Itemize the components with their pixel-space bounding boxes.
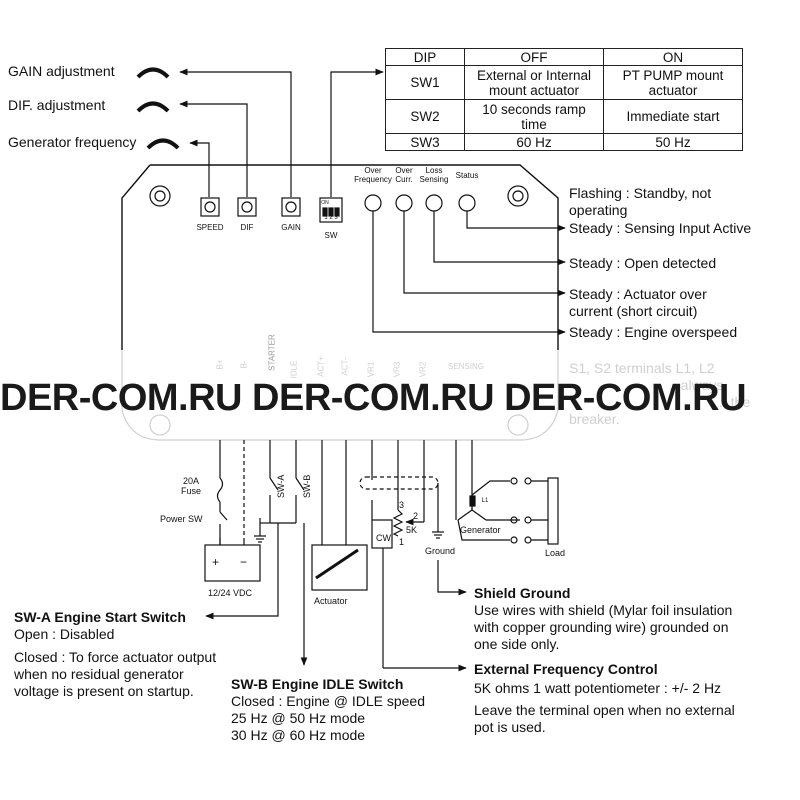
actuator-label: Actuator: [314, 596, 348, 606]
dif-label: DIF: [240, 223, 254, 232]
battery-voltage-label: 12/24 VDC: [208, 588, 253, 598]
off-header: OFF: [464, 48, 604, 66]
led-loss-sensing: [425, 194, 443, 212]
pot-pin-2: 2: [413, 511, 419, 521]
status-sensing-note: Steady : Sensing Input Active: [569, 220, 752, 236]
sw-b-line-1: Closed : Engine @ IDLE speed: [231, 693, 425, 709]
terminal-b-plus: B+: [215, 359, 225, 370]
table-cell: 50 Hz: [603, 133, 743, 151]
sw-a-open: Open : Disabled: [14, 626, 115, 642]
pot-pin-1: 1: [399, 537, 405, 547]
sw-b-label: SW-B: [302, 474, 312, 498]
table-cell: Immediate start: [603, 99, 743, 134]
terminal-sensing: SENSING: [447, 362, 484, 371]
gain-knob-icon: [136, 67, 170, 79]
power-switch-label: Power SW: [160, 514, 203, 524]
sw-b-line-2: 25 Hz @ 50 Hz mode: [231, 710, 366, 726]
dip-numbers: 1 2 3: [324, 215, 338, 221]
dif-knob-icon: [136, 101, 170, 113]
gain-label: GAIN: [281, 223, 301, 232]
efc-title: External Frequency Control: [474, 661, 658, 677]
led-status: [458, 194, 476, 212]
battery-plus: +: [212, 555, 220, 569]
generator-frequency-label: Generator frequency: [8, 134, 137, 150]
terminal-starter: STARTER: [267, 334, 277, 371]
on-header: ON: [603, 48, 743, 66]
pot-5k-label: 5K: [406, 525, 418, 535]
table-cell: 60 Hz: [464, 133, 604, 151]
freq-knob-icon: [146, 138, 180, 150]
efc-line-1: 5K ohms 1 watt potentiometer : +/- 2 Hz: [474, 680, 722, 696]
led-over-frequency: [364, 194, 382, 212]
terminals-note: S1, S2 terminals L1, L2 ...always ...the…: [569, 360, 751, 427]
controller-body: [121, 164, 559, 350]
efc-text: Leave the terminal open when no external…: [474, 702, 735, 735]
shield-title: Shield Ground: [474, 585, 571, 601]
dif-adjustment-label: DIF. adjustment: [8, 97, 106, 113]
pot-cw-label: CW: [376, 533, 391, 543]
sw-b-title: SW-B Engine IDLE Switch: [231, 676, 404, 692]
sw-label: SW: [324, 231, 338, 240]
shield-text: Use wires with shield (Mylar foil insula…: [474, 602, 733, 652]
load-label: Load: [545, 548, 566, 558]
gain-adjustment-label: GAIN adjustment: [8, 63, 115, 79]
generator-l1-label: L1: [481, 498, 489, 504]
ground-label: Ground: [425, 546, 456, 556]
led-over-current: [395, 194, 413, 212]
terminal-b-minus: B-: [239, 360, 249, 369]
table-cell: SW2: [385, 99, 465, 134]
watermark: DER-COM.RU DER-COM.RU DER-COM.RU: [0, 377, 747, 419]
sw-a-title: SW-A Engine Start Switch: [14, 609, 186, 625]
sw-b-line-3: 30 Hz @ 60 Hz mode: [231, 727, 366, 743]
dif-arrow: [179, 100, 248, 197]
table-cell: SW1: [385, 65, 465, 100]
generator-label: Generator: [460, 525, 501, 535]
dip-on-label: ON: [321, 200, 329, 206]
gain-arrow: [179, 68, 292, 197]
speed-label: SPEED: [196, 223, 224, 232]
pot-pin-3: 3: [399, 500, 405, 510]
status-open-note: Steady : Open detected: [569, 255, 717, 271]
led-status-label: Status: [455, 171, 479, 180]
dip-header: DIP: [385, 48, 465, 66]
battery-minus: −: [240, 555, 248, 569]
sw-a-closed: Closed : To force actuator output when n…: [14, 649, 217, 699]
status-overspeed-note: Steady : Engine overspeed: [569, 324, 738, 340]
sw-a-label: SW-A: [276, 474, 286, 498]
table-cell: SW3: [385, 133, 465, 151]
freq-arrow: [189, 139, 210, 197]
sw-arrow: [330, 68, 384, 197]
